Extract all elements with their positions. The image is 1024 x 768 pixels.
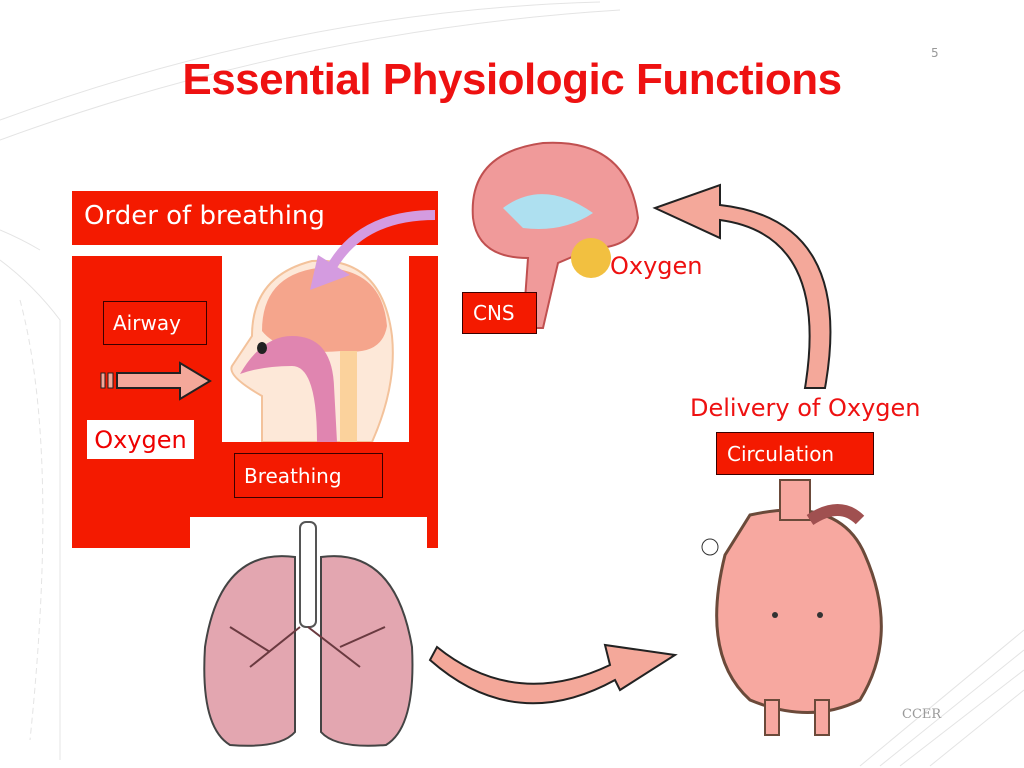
watermark: CCER: [902, 707, 942, 722]
page-number: 5: [931, 46, 939, 60]
purple-arrow-icon: [310, 210, 436, 290]
oxygen-label: Oxygen: [87, 420, 194, 459]
breathing-label: Breathing: [234, 453, 383, 498]
lungs-illustration: [190, 517, 427, 747]
curved-arrow-right-icon: [428, 643, 678, 705]
airway-label: Airway: [103, 301, 207, 345]
brain-oxygen-label: Oxygen: [610, 252, 703, 280]
cns-label: CNS: [462, 292, 537, 334]
order-of-breathing-header: Order of breathing: [72, 191, 438, 245]
slide-title: Essential Physiologic Functions: [182, 55, 842, 104]
heart-illustration: [701, 479, 883, 736]
brain-illustration: [471, 141, 640, 329]
right-arrow-icon: [100, 361, 212, 401]
delivery-of-oxygen-label: Delivery of Oxygen: [690, 394, 921, 422]
circulation-label: Circulation: [716, 432, 874, 475]
curved-arrow-up-icon: [652, 183, 832, 389]
